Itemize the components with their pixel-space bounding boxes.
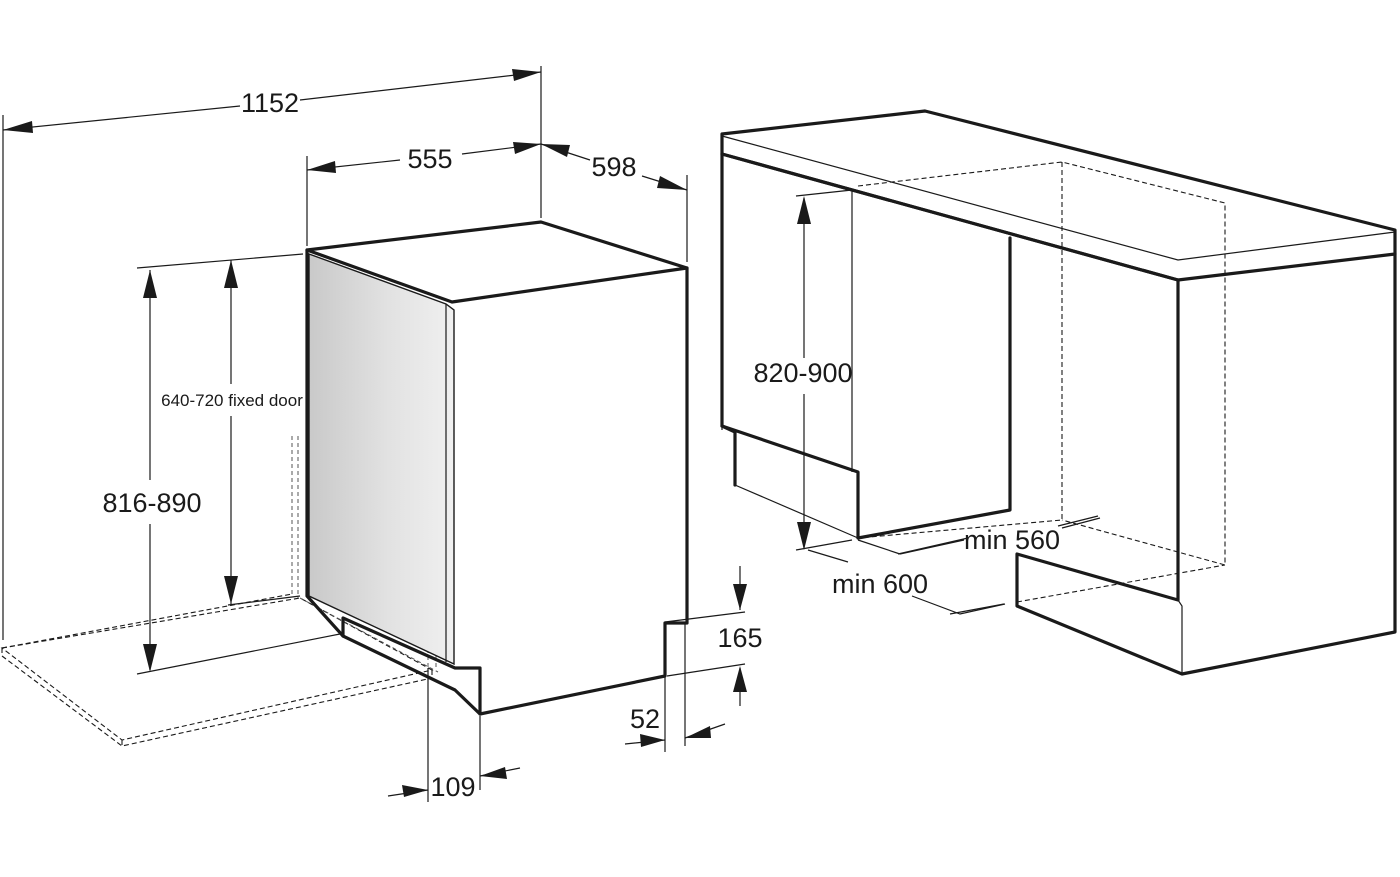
left-cabinet	[720, 152, 1012, 540]
label-total-width: 1152	[241, 88, 299, 118]
plinth-step	[341, 634, 482, 716]
label-appliance-depth: 598	[591, 152, 636, 182]
label-plinth-depth: 52	[630, 704, 660, 734]
right-cabinet	[1015, 252, 1397, 676]
label-plinth-height: 165	[717, 623, 762, 653]
door-panel	[308, 252, 455, 666]
label-door-offset: 109	[430, 772, 475, 802]
label-min-width: min 560	[964, 525, 1060, 555]
label-niche-height: 820-900	[753, 358, 852, 388]
label-appliance-height: 816-890	[102, 488, 201, 518]
label-fixed-door: 640-720 fixed door	[161, 391, 303, 410]
label-min-depth: min 600	[832, 569, 928, 599]
dimension-lines-right	[795, 189, 1101, 615]
label-niche-width: 555	[407, 144, 452, 174]
dishwasher-drawing	[0, 220, 689, 747]
top-front-edge	[305, 248, 689, 304]
dimension-labels: 1152 555 598 640-720 fixed door 816-890 …	[102, 88, 1060, 802]
niche-outline	[857, 161, 1226, 603]
niche-drawing	[720, 109, 1397, 676]
worktop	[720, 109, 1397, 282]
floor-slab	[0, 593, 434, 747]
dimension-lines-left	[2, 66, 747, 802]
